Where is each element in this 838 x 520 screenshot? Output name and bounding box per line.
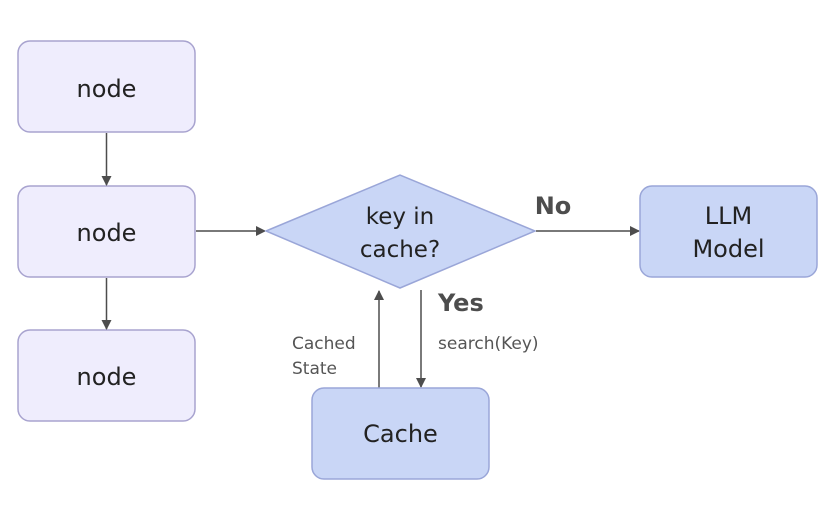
decision-label-line2: cache? xyxy=(360,237,440,263)
decision-diamond: key in cache? xyxy=(264,174,537,289)
node-label-1: node xyxy=(77,75,137,103)
edge-label-search-key: search(Key) xyxy=(438,334,539,354)
node-box-1: node xyxy=(17,40,196,133)
node-box-2: node xyxy=(17,185,196,278)
llm-label-line2: Model xyxy=(692,235,764,263)
llm-model-box: LLM Model xyxy=(639,185,818,278)
llm-label-line1: LLM xyxy=(705,202,752,230)
node-label-2: node xyxy=(77,219,137,247)
decision-label-line1: key in xyxy=(366,204,435,230)
edge-label-cached-state-line1: Cached xyxy=(292,334,356,354)
edge-label-yes: Yes xyxy=(437,289,484,317)
node-label-3: node xyxy=(77,363,137,391)
edge-label-no: No xyxy=(535,192,572,220)
cache-box: Cache xyxy=(311,387,490,480)
edge-label-cached-state-line2: State xyxy=(292,359,337,379)
node-box-3: node xyxy=(17,329,196,422)
cache-label: Cache xyxy=(363,420,438,448)
